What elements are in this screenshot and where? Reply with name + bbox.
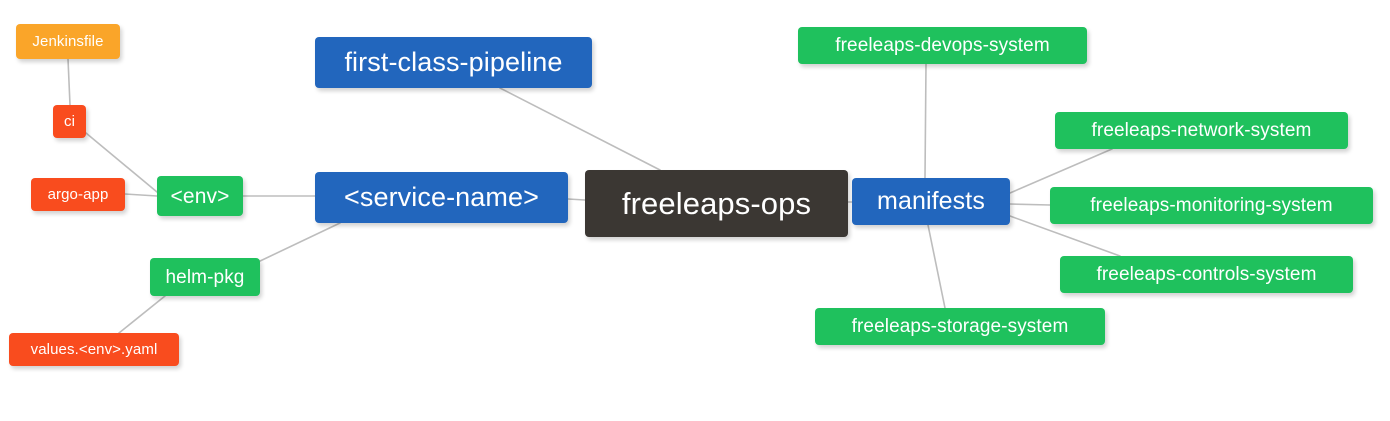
node-manifests[interactable]: manifests — [852, 178, 1010, 225]
node-first-class-pipeline[interactable]: first-class-pipeline — [315, 37, 592, 88]
node-label-argo-app: argo-app — [47, 186, 109, 203]
node-freeleaps-controls-system[interactable]: freeleaps-controls-system — [1060, 256, 1353, 293]
node-freeleaps-storage-system[interactable]: freeleaps-storage-system — [815, 308, 1105, 345]
node-freeleaps-ops[interactable]: freeleaps-ops — [585, 170, 848, 237]
node-label-values-yaml: values.<env>.yaml — [30, 341, 158, 358]
node-jenkinsfile[interactable]: Jenkinsfile — [16, 24, 120, 59]
node-freeleaps-devops-system[interactable]: freeleaps-devops-system — [798, 27, 1087, 64]
edge-service-name-to-helm-pkg — [257, 222, 341, 263]
node-label-jenkinsfile: Jenkinsfile — [32, 33, 104, 50]
node-label-manifests: manifests — [877, 187, 985, 215]
node-service-name[interactable]: <service-name> — [315, 172, 568, 223]
node-env[interactable]: <env> — [157, 176, 243, 216]
node-label-first-class-pipeline: first-class-pipeline — [344, 47, 563, 77]
node-values-yaml[interactable]: values.<env>.yaml — [9, 333, 179, 366]
edge-argo-app-to-env — [124, 193, 158, 197]
edge-helm-pkg-to-values-yaml — [118, 295, 166, 334]
node-label-freeleaps-network-system: freeleaps-network-system — [1091, 120, 1312, 141]
edge-manifests-to-freeleaps-monitoring-system — [1009, 203, 1051, 206]
edge-first-class-pipeline-to-freeleaps-ops — [499, 87, 661, 171]
node-ci[interactable]: ci — [53, 105, 86, 138]
node-helm-pkg[interactable]: helm-pkg — [150, 258, 260, 296]
node-label-ci: ci — [63, 113, 76, 130]
node-label-service-name: <service-name> — [344, 182, 539, 212]
node-label-env: <env> — [170, 184, 230, 208]
edge-service-name-to-freeleaps-ops — [567, 198, 586, 201]
node-argo-app[interactable]: argo-app — [31, 178, 125, 211]
node-label-freeleaps-controls-system: freeleaps-controls-system — [1096, 264, 1317, 285]
node-freeleaps-monitoring-system[interactable]: freeleaps-monitoring-system — [1050, 187, 1373, 224]
edge-jenkinsfile-to-ci — [67, 58, 71, 106]
node-label-freeleaps-monitoring-system: freeleaps-monitoring-system — [1090, 195, 1333, 216]
node-label-freeleaps-ops: freeleaps-ops — [621, 186, 812, 221]
node-label-freeleaps-devops-system: freeleaps-devops-system — [835, 35, 1050, 56]
node-freeleaps-network-system[interactable]: freeleaps-network-system — [1055, 112, 1348, 149]
node-label-helm-pkg: helm-pkg — [165, 266, 245, 288]
edge-manifests-to-freeleaps-storage-system — [927, 224, 946, 309]
edge-manifests-to-freeleaps-devops-system — [924, 63, 927, 179]
node-label-freeleaps-storage-system: freeleaps-storage-system — [851, 316, 1069, 337]
